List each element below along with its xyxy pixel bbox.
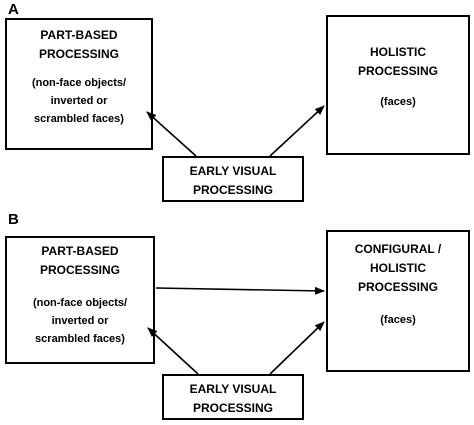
panel-b-configural-title: CONFIGURAL / HOLISTIC PROCESSING — [354, 242, 442, 294]
panel-a-label: A — [8, 1, 19, 18]
panel-a-arrow-to-part-based — [146, 111, 197, 157]
panel-b-label: B — [8, 211, 19, 228]
panel-b-part-based-box: PART-BASED PROCESSING (non-face objects/… — [5, 236, 155, 364]
panel-b-part-based-subtitle: (non-face objects/ inverted or scrambled… — [32, 297, 128, 345]
panel-a-early-visual-box: EARLY VISUAL PROCESSING — [162, 156, 304, 202]
panel-b-part-based-title: PART-BASED PROCESSING — [39, 244, 120, 277]
panel-a-part-based-box: PART-BASED PROCESSING (non-face objects/… — [5, 18, 153, 150]
panel-b-arrow-part-to-configural — [155, 286, 325, 295]
panel-b-configural-subtitle: (faces) — [380, 314, 416, 326]
panel-a-holistic-subtitle: (faces) — [380, 96, 416, 108]
panel-b-early-visual-box: EARLY VISUAL PROCESSING — [162, 374, 304, 420]
panel-b-early-visual-title: EARLY VISUAL PROCESSING — [189, 382, 277, 415]
panel-a-holistic-title: HOLISTIC PROCESSING — [357, 45, 438, 78]
panel-a-part-based-subtitle: (non-face objects/ inverted or scrambled… — [31, 77, 127, 125]
panel-a-arrow-to-holistic — [269, 105, 325, 157]
panel-b-arrow-to-part-based — [147, 327, 199, 375]
panel-a-early-visual-title: EARLY VISUAL PROCESSING — [189, 164, 277, 197]
panel-b-arrow-to-configural — [269, 321, 325, 375]
panel-a-holistic-box: HOLISTIC PROCESSING (faces) — [326, 15, 470, 155]
panel-b-configural-box: CONFIGURAL / HOLISTIC PROCESSING (faces) — [326, 230, 470, 372]
panel-a-part-based-title: PART-BASED PROCESSING — [38, 28, 119, 61]
